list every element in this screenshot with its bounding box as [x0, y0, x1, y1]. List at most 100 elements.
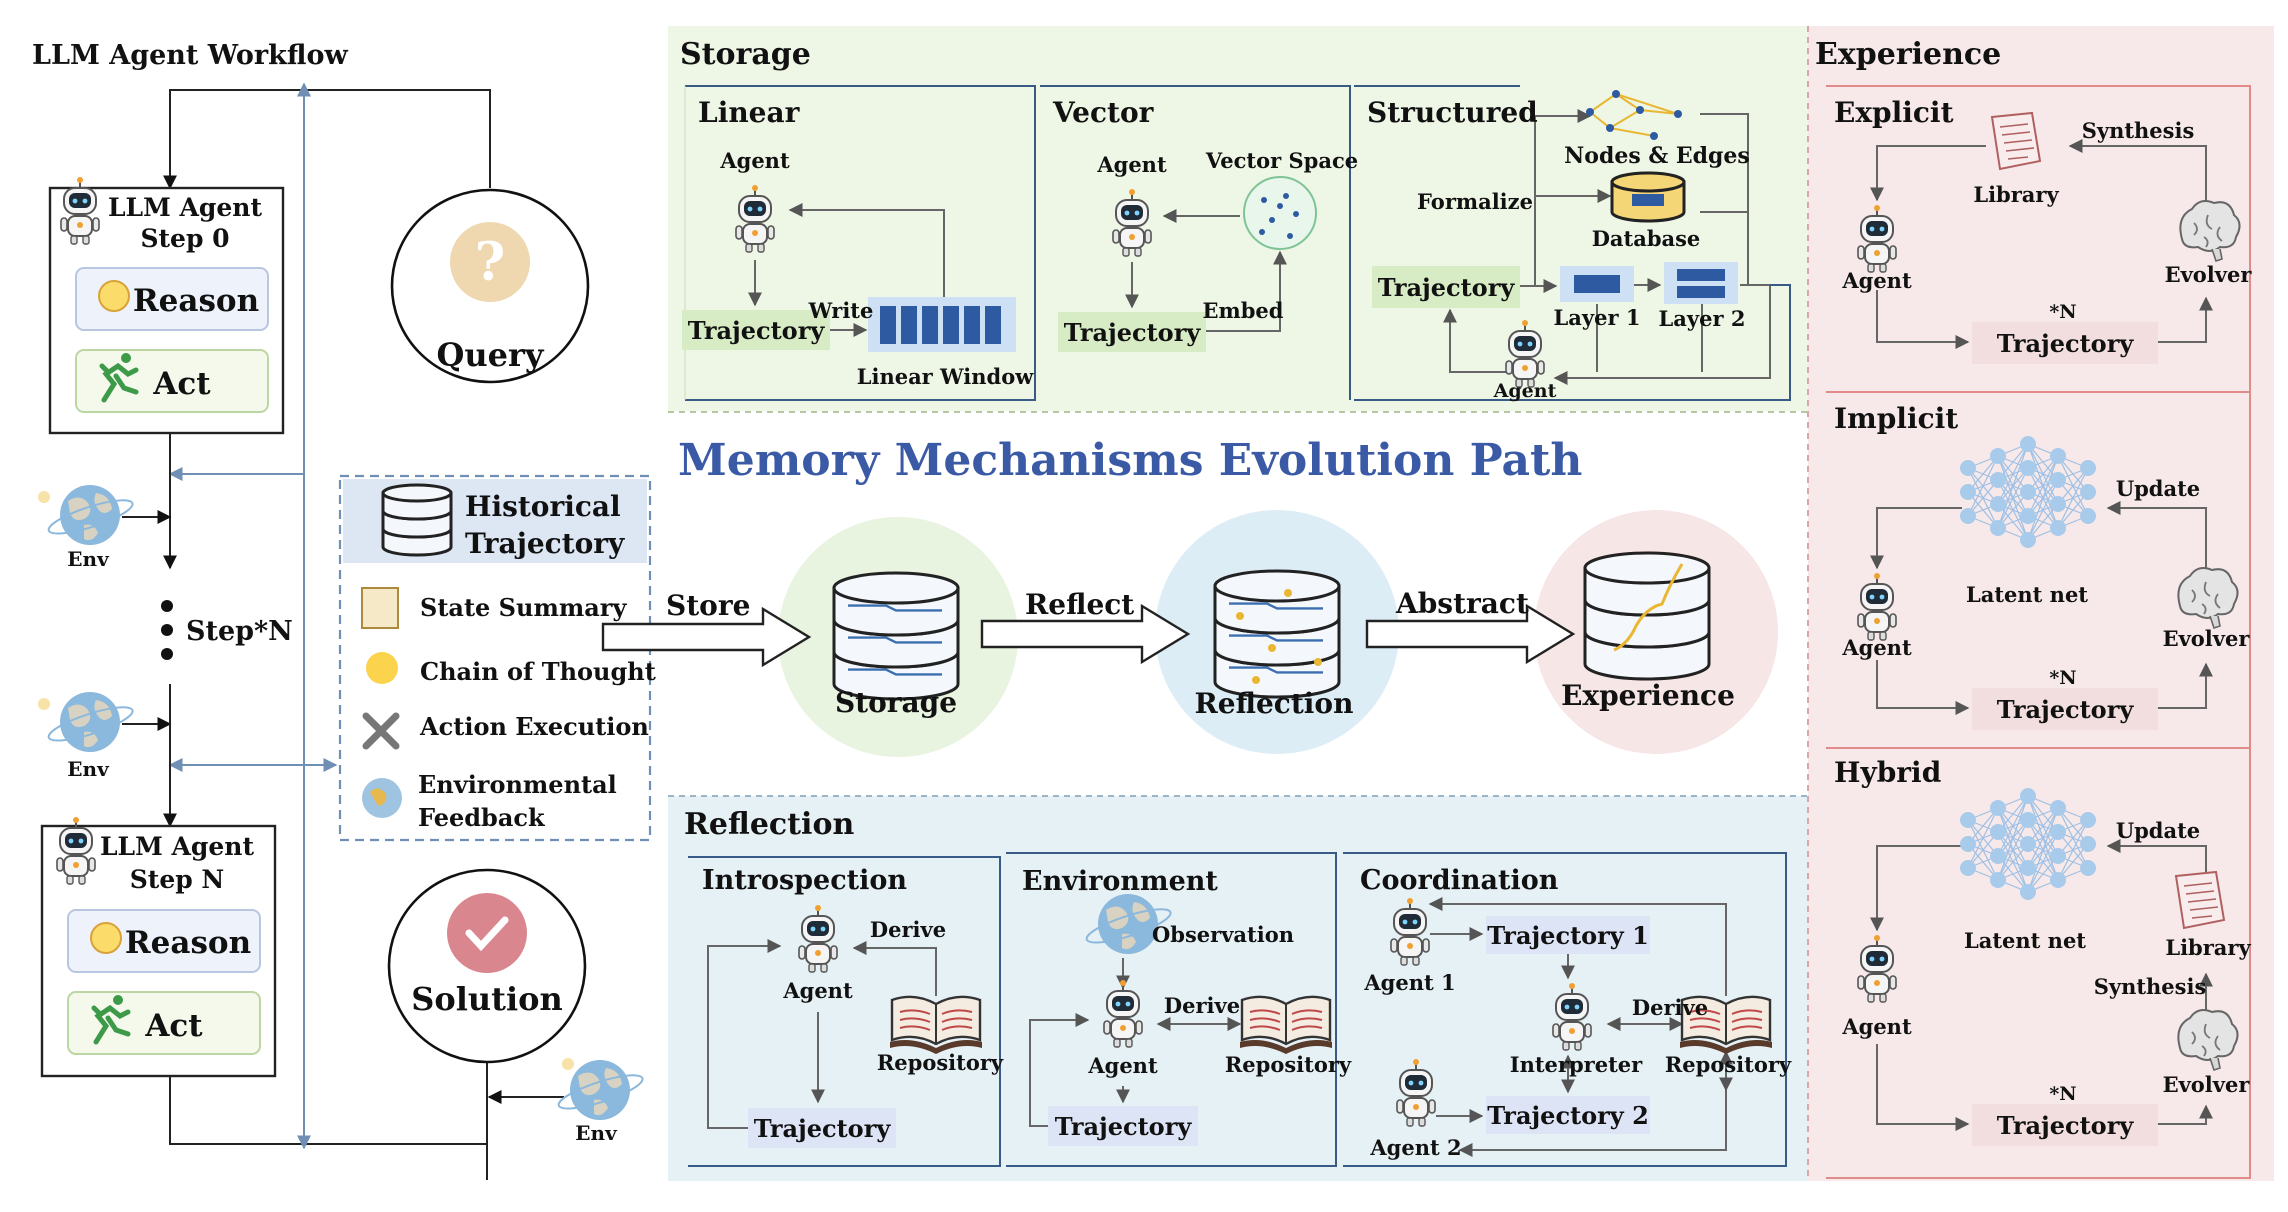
history-item: Feedback [418, 803, 546, 832]
label: Environment [1022, 866, 1218, 897]
connector-arrow [2158, 662, 2213, 709]
running-icon [99, 362, 139, 403]
nn-node [2080, 460, 2096, 476]
label: Agent [1841, 1014, 1912, 1039]
nn-edge [1997, 819, 2029, 881]
section-frame [688, 856, 1001, 1167]
connector-arrow [1870, 145, 1986, 202]
nn-node [2050, 848, 2066, 864]
history-item: Chain of Thought [420, 657, 656, 686]
ellipsis-dot [161, 600, 173, 612]
connector-arrow [1443, 308, 1500, 373]
nn-node [2050, 472, 2066, 488]
connector-arrow [2068, 139, 2207, 205]
trajectory-box [1972, 322, 2158, 364]
vector-space-icon [1243, 176, 1317, 250]
graph-node [1612, 90, 1620, 98]
graph-edge [1589, 93, 1617, 113]
label: Reason [133, 283, 259, 319]
layer1-fill [1574, 275, 1620, 293]
latent-net-icon [1960, 436, 2096, 548]
section-frame [1006, 852, 1337, 1167]
label: Act [152, 366, 211, 402]
act-button [67, 991, 261, 1055]
trajectory-label: Trajectory [1997, 329, 2135, 358]
nn-node [2020, 812, 2036, 828]
vector-dot [1293, 211, 1299, 217]
label: Synthesis [2094, 974, 2207, 999]
graph-edge [1615, 93, 1641, 111]
label: Evolver [2163, 626, 2251, 651]
globe-icon [44, 691, 137, 753]
vector-dot [1259, 229, 1265, 235]
trajectory-box [682, 310, 830, 350]
reflect-label: Reflect [1025, 588, 1134, 621]
reflect-arrow [980, 603, 1191, 665]
history-title: Historical [465, 490, 621, 523]
connector-arrow [1029, 1013, 1090, 1127]
sun-dot [562, 1058, 574, 1070]
section-frame [1354, 284, 1791, 401]
label: Nodes & Edges [1564, 143, 1750, 169]
nn-edge [2027, 455, 2059, 517]
label: Agent [782, 978, 853, 1003]
graph-edge [1589, 111, 1611, 129]
panel-title: Storage [680, 37, 811, 72]
label: Derive [1632, 995, 1708, 1020]
label: Agent 2 [1369, 1135, 1461, 1160]
nn-node [1960, 836, 1976, 852]
label: Step N [130, 865, 225, 894]
center-title: Memory Mechanisms Evolution Path [678, 435, 1582, 486]
nn-node [1990, 824, 2006, 840]
section-frame [1826, 747, 2251, 1179]
connector-arrow [2106, 501, 2207, 572]
label: Reflection [1195, 687, 1354, 720]
running-icon [91, 1004, 131, 1045]
nn-edge [1967, 455, 1999, 517]
nn-node [1960, 508, 1976, 524]
reason-button [75, 267, 269, 331]
nn-edge [1997, 443, 2029, 505]
connector-arrow [788, 203, 945, 297]
trajectory-label: Trajectory [1378, 273, 1516, 302]
connector-arrow [852, 941, 937, 996]
connector-arrow [1876, 290, 1970, 349]
layer2-fill [1677, 286, 1725, 298]
trajectory-box [1058, 312, 1206, 352]
trajectory-label: Trajectory [1997, 695, 2135, 724]
label: Agent [1841, 635, 1912, 660]
library-icon [1991, 112, 2041, 170]
nn-node [2080, 508, 2096, 524]
trajectory-box [1486, 1096, 1650, 1134]
nn-edge [2027, 479, 2059, 541]
label: Env [67, 757, 110, 781]
nn-node [2050, 824, 2066, 840]
label: Evolver [2163, 1072, 2251, 1097]
nn-node [1990, 448, 2006, 464]
sun-dot [38, 491, 50, 503]
label: *N [2049, 1083, 2076, 1105]
spark-dot [1252, 676, 1260, 684]
trajectory-box [1048, 1106, 1198, 1146]
nn-node [2080, 812, 2096, 828]
connector-arrow [1553, 284, 1771, 385]
nn-edge [1967, 807, 1999, 869]
label: Library [1973, 182, 2059, 207]
earth-land [370, 788, 387, 806]
nn-node [2080, 484, 2096, 500]
step-n-label: Step*N [186, 616, 293, 647]
vector-dot [1277, 203, 1283, 209]
label: Latent net [1966, 582, 2088, 607]
trajectory-label: Trajectory 1 [1487, 921, 1649, 950]
connector-arrow [169, 1077, 304, 1145]
connector-arrow [1876, 660, 1970, 715]
graph-edge [1609, 109, 1641, 129]
nn-node [2020, 508, 2036, 524]
label: Vector [1052, 96, 1155, 129]
connector-arrow [163, 89, 491, 190]
connector-arrow [1534, 109, 1592, 286]
label: Agent [1087, 1053, 1158, 1078]
abstract-arrow [1365, 603, 1576, 665]
label: Coordination [1360, 865, 1559, 896]
nn-node [2020, 532, 2036, 548]
